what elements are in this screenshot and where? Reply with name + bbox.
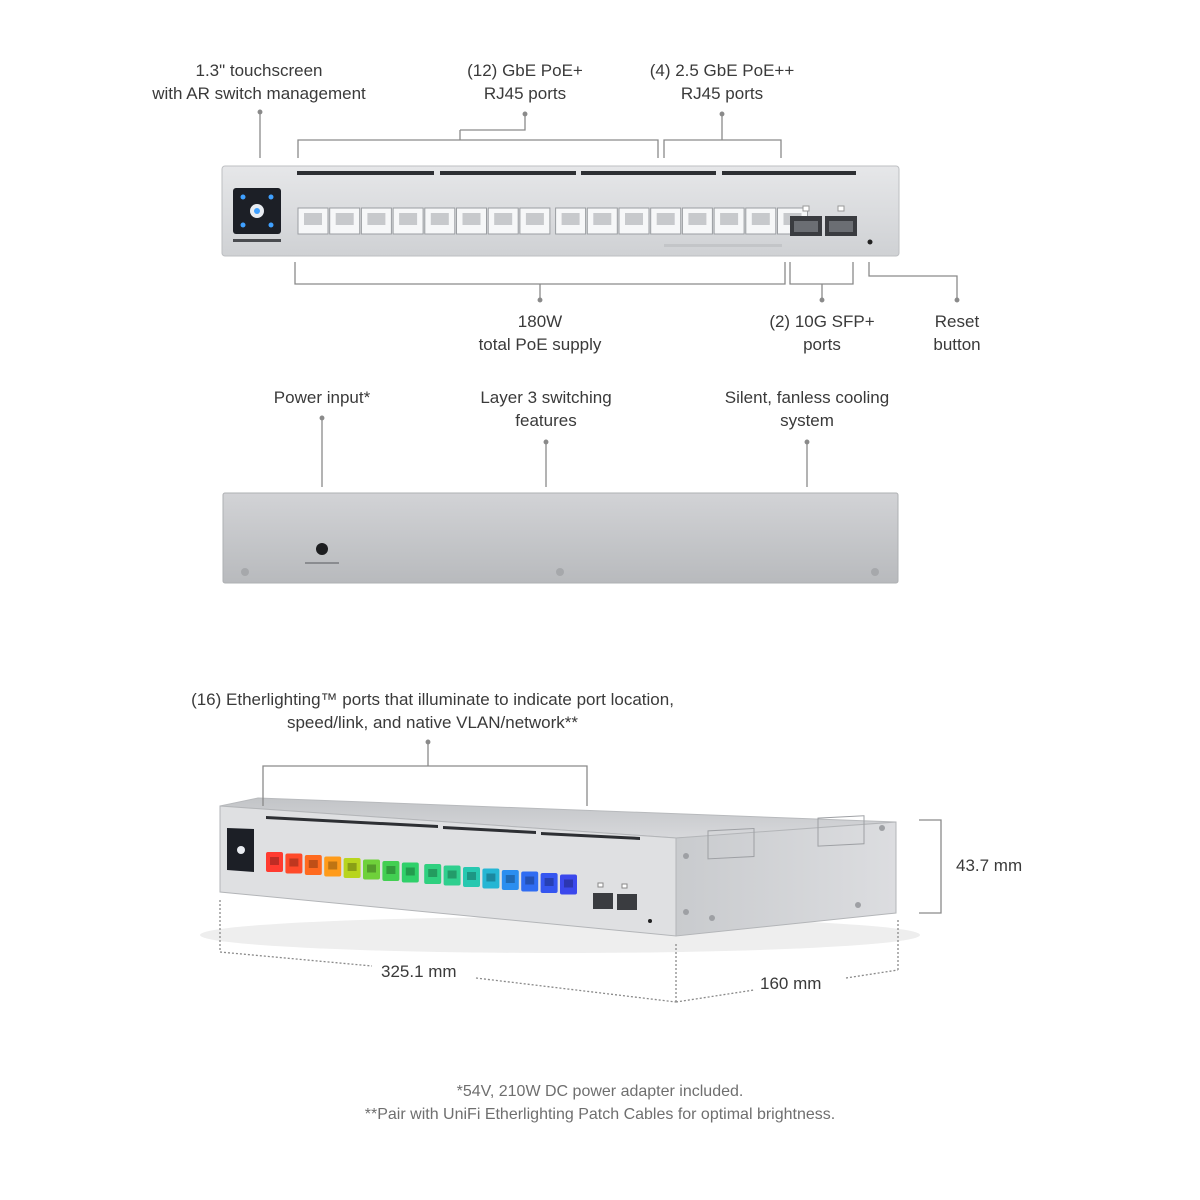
- front-rj45-port-socket: [367, 213, 386, 225]
- etherlighting-port: [343, 858, 361, 878]
- gbe25-ports-label: (4) 2.5 GbE PoE++RJ45 ports: [649, 61, 795, 103]
- etherlighting-port: [443, 865, 461, 886]
- etherlighting-port-socket: [447, 870, 457, 879]
- etherlighting-port-socket: [405, 867, 415, 876]
- footnote-power: *54V, 210W DC power adapter included.: [456, 1083, 744, 1100]
- etherlighting-port-socket: [386, 866, 396, 874]
- iso-view: [200, 797, 920, 953]
- etherlighting-port: [540, 873, 558, 893]
- front-rj45-port-socket: [561, 213, 580, 225]
- etherlighting-label: (16) Etherlighting™ ports that illuminat…: [191, 690, 674, 732]
- rear-leaders: [319, 415, 810, 487]
- reset-button-hole: [867, 239, 873, 245]
- etherlighting-port: [521, 871, 539, 892]
- etherlighting-port: [363, 859, 380, 880]
- front-rj45-port-socket: [720, 213, 739, 225]
- front-leaders: [257, 109, 960, 303]
- front-rj45-port-socket: [399, 213, 418, 225]
- front-rj45-port-socket: [494, 213, 513, 225]
- etherlighting-port-socket: [289, 858, 299, 867]
- front-rj45-port-socket: [304, 213, 322, 225]
- etherlighting-port-socket: [367, 864, 376, 873]
- iso-leaders: [219, 739, 942, 1003]
- front-port-divider: [664, 244, 782, 247]
- etherlighting-port-socket: [270, 857, 279, 865]
- etherlighting-port: [501, 870, 519, 890]
- etherlighting-port-socket: [486, 873, 496, 882]
- etherlighting-port-socket: [544, 878, 554, 886]
- front-rj45-port-socket: [625, 213, 643, 225]
- rear-chassis: [222, 492, 899, 584]
- etherlighting-port-socket: [328, 861, 338, 870]
- etherlighting-port: [560, 874, 577, 895]
- power-input-port: [316, 543, 328, 555]
- etherlighting-port-socket: [564, 879, 573, 888]
- front-rj45-port-socket: [525, 213, 544, 225]
- etherlighting-port: [324, 856, 342, 877]
- front-rj45-port-socket: [430, 213, 449, 225]
- height-dimension: 43.7 mm: [956, 856, 1023, 875]
- front-rj45-port-socket: [335, 213, 354, 225]
- front-view: [221, 165, 900, 257]
- sfp-ports-label: (2) 10G SFP+ports: [769, 312, 875, 354]
- front-sfp-ports: [790, 205, 857, 236]
- gbe-ports-label: (12) GbE PoE+RJ45 ports: [467, 61, 583, 103]
- etherlighting-port: [463, 867, 480, 887]
- front-rj45-port-socket: [751, 213, 770, 225]
- etherlighting-ports: [266, 852, 577, 895]
- etherlighting-port: [401, 862, 419, 883]
- etherlighting-port-socket: [308, 860, 318, 868]
- power-input-label: Power input*: [273, 388, 371, 407]
- front-rj45-port-socket: [593, 213, 612, 225]
- depth-dimension: 160 mm: [760, 974, 822, 993]
- etherlighting-port: [482, 868, 500, 889]
- front-rj45-port-socket: [688, 213, 707, 225]
- front-vents: [297, 171, 856, 175]
- etherlighting-port: [424, 864, 442, 884]
- touchscreen-icon: [233, 188, 281, 242]
- front-rj45-port-socket: [656, 213, 675, 225]
- etherlighting-port-socket: [428, 869, 438, 877]
- etherlighting-port-socket: [525, 876, 535, 885]
- front-rj45-ports: [297, 207, 808, 247]
- etherlighting-port-socket: [467, 872, 476, 880]
- etherlighting-port: [382, 861, 400, 881]
- rear-view: [222, 492, 899, 584]
- etherlighting-port: [285, 853, 303, 874]
- footnote-cables: **Pair with UniFi Etherlighting Patch Ca…: [364, 1106, 836, 1123]
- front-rj45-port-socket: [462, 213, 481, 225]
- width-dimension: 325.1 mm: [381, 962, 457, 981]
- etherlighting-port: [266, 852, 283, 872]
- etherlighting-port: [304, 855, 322, 875]
- etherlighting-port-socket: [347, 863, 357, 871]
- etherlighting-port-socket: [505, 875, 515, 883]
